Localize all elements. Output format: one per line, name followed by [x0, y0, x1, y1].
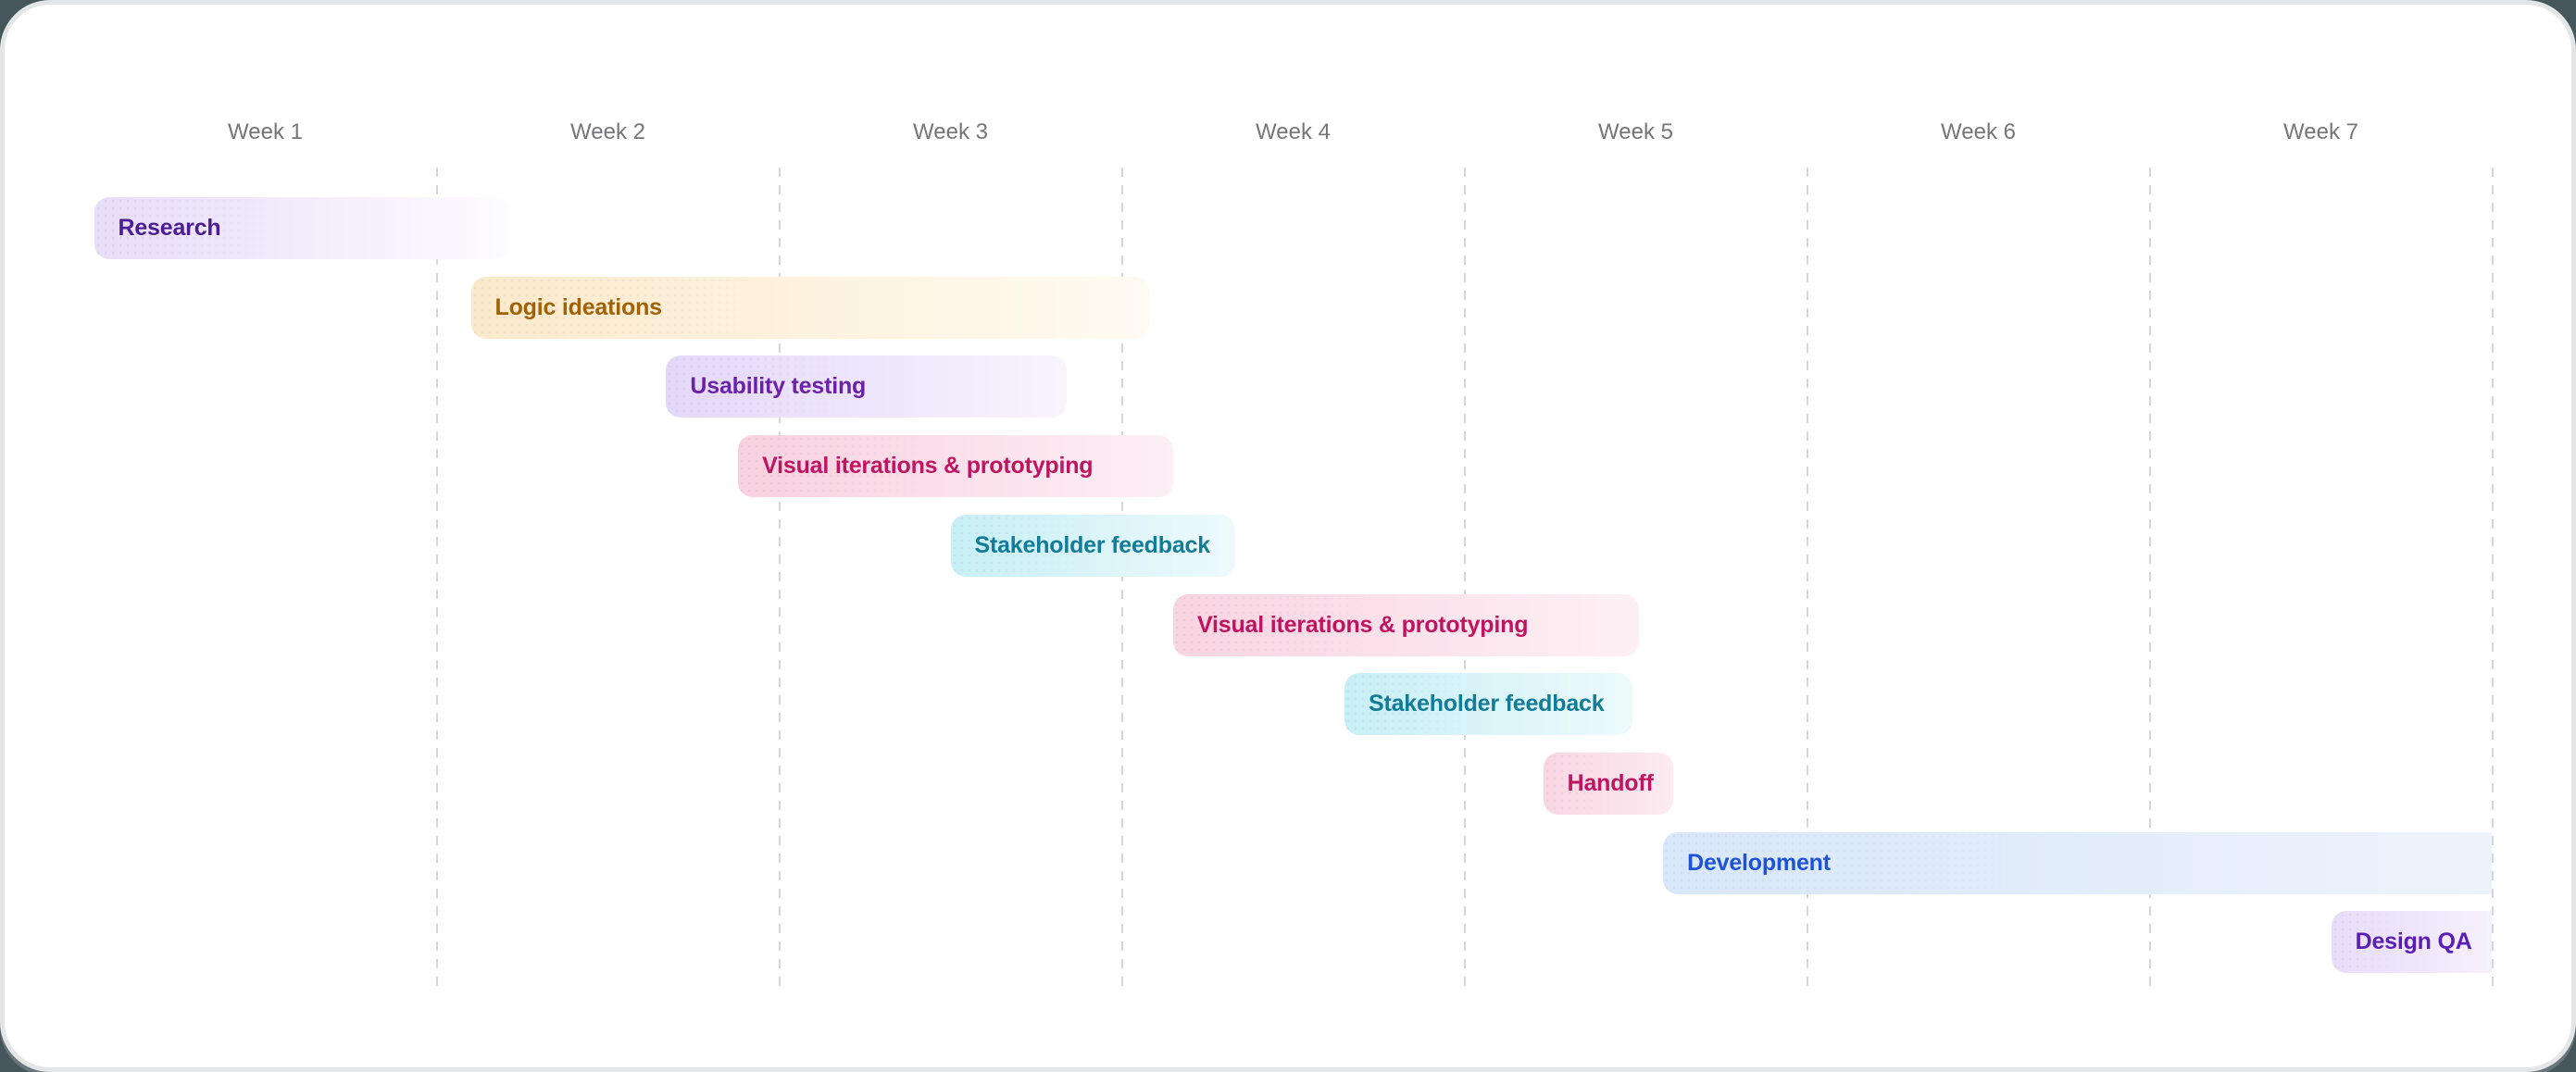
task-bar[interactable]: Development	[1663, 831, 2493, 894]
week-label: Week 6	[1941, 119, 2016, 144]
week-label: Week 7	[2283, 119, 2358, 144]
task-bar-label: Research	[118, 215, 221, 241]
week-grid-line	[435, 168, 438, 990]
task-bar-label: Development	[1687, 849, 1831, 876]
task-bar-label: Stakeholder feedback	[974, 531, 1211, 558]
task-bar[interactable]: Logic ideations	[470, 276, 1150, 339]
task-bar[interactable]: Handoff	[1543, 752, 1674, 815]
task-bar[interactable]: Visual iterations & prototyping	[1173, 593, 1640, 656]
week-grid-line	[1806, 168, 1808, 990]
week-label: Week 2	[570, 119, 645, 144]
week-grid-line	[1120, 168, 1123, 990]
week-grid-line	[2491, 168, 2494, 990]
week-grid-line	[1463, 168, 1466, 990]
task-bar-label: Stakeholder feedback	[1369, 691, 1605, 717]
task-bar[interactable]: Stakeholder feedback	[950, 514, 1235, 577]
week-label: Week 3	[913, 119, 988, 144]
task-bar[interactable]: Visual iterations & prototyping	[738, 435, 1173, 498]
task-bar-label: Logic ideations	[494, 293, 663, 320]
task-bar[interactable]: Research	[94, 197, 512, 259]
gantt-chart: Week 1 Week 2 Week 3 Week 4 Week 5 Week 6 Week…	[5, 5, 2571, 1067]
week-label: Week 4	[1256, 119, 1331, 144]
task-bar-label: Visual iterations & prototyping	[762, 453, 1094, 480]
task-bar-label: Design QA	[2355, 929, 2472, 955]
task-bar-label: Usability testing	[690, 373, 867, 400]
week-grid-line	[778, 168, 781, 990]
task-bar[interactable]: Usability testing	[666, 355, 1068, 418]
task-bar-label: Visual iterations & prototyping	[1197, 611, 1529, 638]
task-bar-label: Handoff	[1567, 769, 1654, 796]
week-label: Week 5	[1598, 119, 1673, 144]
task-bar[interactable]: Stakeholder feedback	[1344, 673, 1632, 736]
task-bar[interactable]: Design QA	[2331, 911, 2493, 974]
week-label: Week 1	[228, 119, 303, 144]
week-grid-line	[2148, 168, 2151, 990]
